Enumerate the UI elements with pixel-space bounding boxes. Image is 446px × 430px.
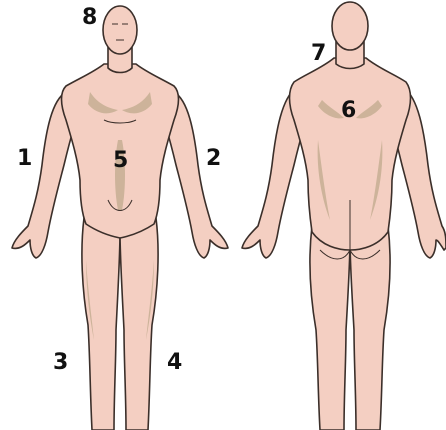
label-6: 6 bbox=[341, 100, 356, 122]
label-5: 5 bbox=[113, 150, 128, 172]
back-head bbox=[332, 2, 368, 50]
front-right-leg bbox=[120, 218, 158, 430]
label-3: 3 bbox=[53, 352, 68, 374]
back-figure bbox=[242, 2, 446, 430]
front-head bbox=[103, 6, 137, 54]
label-1: 1 bbox=[17, 148, 32, 170]
label-8: 8 bbox=[82, 7, 97, 29]
label-7: 7 bbox=[311, 43, 326, 65]
front-left-leg bbox=[82, 218, 120, 430]
front-figure bbox=[12, 6, 228, 430]
label-4: 4 bbox=[167, 352, 182, 374]
label-2: 2 bbox=[206, 148, 221, 170]
